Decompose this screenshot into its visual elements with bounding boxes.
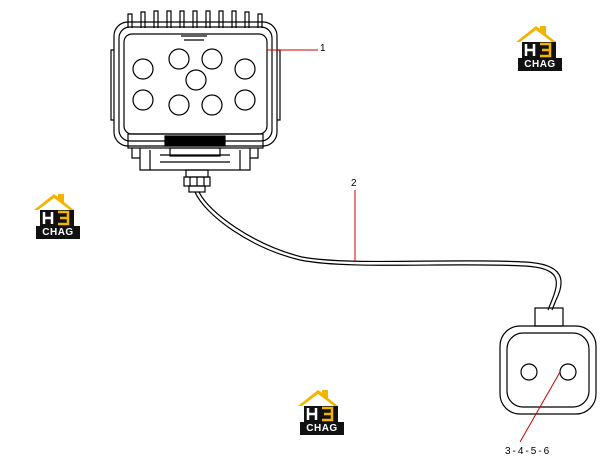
leader-lines (267, 49, 561, 443)
led-array (132, 48, 256, 116)
led (132, 89, 154, 111)
connector-strain-relief (534, 307, 564, 327)
cable (194, 191, 557, 311)
led (168, 94, 190, 116)
connector-body (499, 325, 597, 415)
callout-cable: 2 (351, 178, 357, 189)
led (201, 48, 223, 70)
watermark-text: CHAG (518, 58, 562, 71)
watermark-text: CHAG (300, 422, 344, 435)
lamp-lens (123, 33, 268, 135)
led (132, 58, 154, 80)
led (234, 89, 256, 111)
led (201, 94, 223, 116)
house-logo-icon (516, 26, 556, 58)
watermark-logo: CHAG (294, 386, 352, 440)
led (234, 58, 256, 80)
watermark-logo: CHAG (512, 22, 570, 76)
house-logo-icon (34, 194, 74, 226)
leader-line-connector (519, 371, 561, 443)
connector-pin (559, 363, 577, 381)
led (185, 69, 207, 91)
callout-lamp: 1 (320, 43, 326, 54)
house-logo-icon (298, 390, 338, 422)
connector (499, 307, 597, 415)
cable-gland (183, 169, 211, 193)
mounting-stand (131, 147, 259, 171)
logo-plate (164, 135, 226, 147)
watermark-logo: CHAG (30, 190, 88, 244)
cooling-fins (127, 10, 263, 28)
connector-pin (520, 363, 538, 381)
callout-connector: 3-4-5-6 (505, 446, 552, 457)
led (168, 48, 190, 70)
watermark-text: CHAG (36, 226, 80, 239)
work-lamp (110, 10, 281, 193)
